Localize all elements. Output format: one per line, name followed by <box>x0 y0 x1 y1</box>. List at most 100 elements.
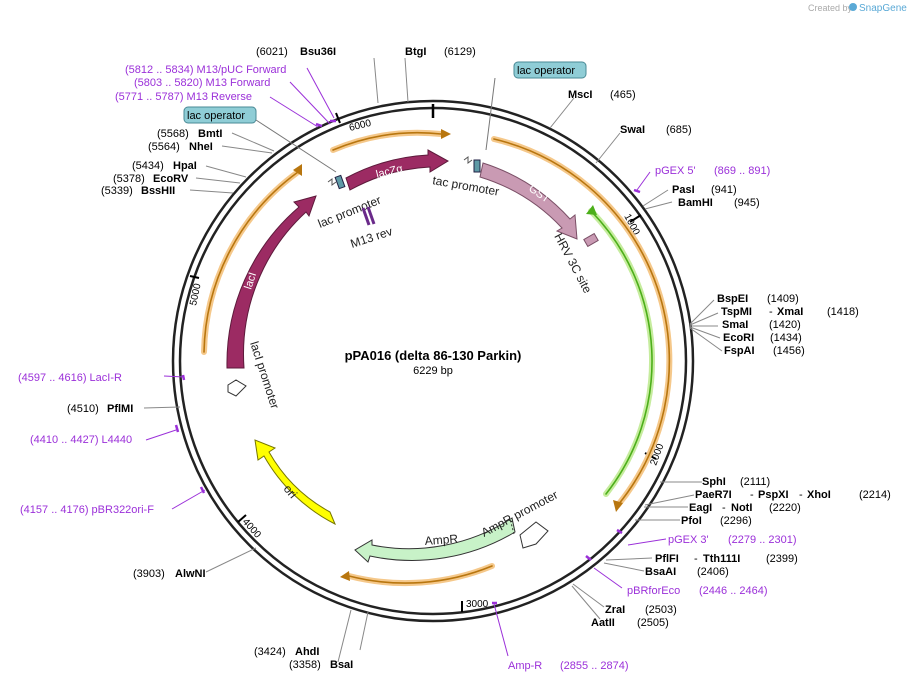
m13-rev-marker-2 <box>366 206 376 225</box>
gst-feature[interactable] <box>479 162 578 240</box>
site-hpai-name: HpaI <box>173 160 197 172</box>
lac-promoter-icon <box>327 178 337 186</box>
orf-arrowhead-right <box>613 500 623 512</box>
leader-hpai <box>205 165 247 178</box>
leader-m13fwd <box>289 81 331 125</box>
lac-operator-box-left <box>183 106 257 124</box>
leader-btgi <box>404 57 409 103</box>
site-hpai-pos: (5434) <box>132 160 164 172</box>
site-ahdi-pos: (3424) <box>254 646 286 658</box>
site-bsaai-pos: (2406) <box>697 566 729 578</box>
site-pasi-pos: (941) <box>711 184 737 196</box>
plasmid-name: pPA016 (delta 86-130 Parkin) <box>345 348 522 363</box>
laci-feature[interactable] <box>226 195 317 369</box>
leader-msci <box>549 97 575 129</box>
credit-brand: SnapGene <box>859 3 907 14</box>
leader-pbr322 <box>171 489 206 510</box>
orf-arrowhead-left <box>293 164 302 176</box>
primer-tic-laci-r <box>181 374 186 381</box>
leader-m13puc <box>306 67 335 119</box>
lac-operator-box-left-label: lac operator <box>187 110 245 122</box>
primer-tic-m13rev <box>315 122 323 128</box>
site-bsu36i-pos: (6021) <box>256 46 288 58</box>
primer-m13rev: (5771 .. 5787) M13 Reverse <box>115 91 252 103</box>
site-bmti-name: BmtI <box>198 128 222 140</box>
primer-pgex3-pos: (2279 .. 2301) <box>728 534 797 546</box>
ampr-feature[interactable] <box>354 517 516 563</box>
tick-mark-1000 <box>629 214 642 223</box>
leader-bssh2 <box>189 189 234 194</box>
site-ahdi-name: AhdI <box>295 646 319 658</box>
site-paer7i-name: PaeR7I <box>695 489 732 501</box>
ampr-promoter-feature[interactable] <box>519 521 549 549</box>
site-bsai-name: BsaI <box>330 659 353 671</box>
leader-laci-r <box>163 375 185 378</box>
site-zrai-pos: (2503) <box>645 604 677 616</box>
leader-bmti <box>231 132 275 152</box>
leader-ecori <box>689 326 721 339</box>
lac-operator-box-top <box>513 61 587 79</box>
hrv-3c-site-feature[interactable] <box>583 232 599 248</box>
leader-pasi <box>642 189 669 207</box>
primer-pbrfor-pos: (2446 .. 2464) <box>699 585 768 597</box>
site-pasi-name: PasI <box>672 184 695 196</box>
ampr-divider <box>509 518 515 535</box>
leader-ecorv <box>195 177 241 184</box>
tick-mark-4000 <box>237 514 247 523</box>
snapgene-logo-icon <box>849 3 857 11</box>
primer-ampr-name: Amp-R <box>508 660 542 672</box>
primer-tic-pgex5 <box>633 188 641 194</box>
leader-pgex5 <box>636 171 651 191</box>
lacza-feature[interactable] <box>345 149 449 191</box>
leader-pbrfor <box>593 567 623 589</box>
primer-tic-pbrfor <box>585 555 592 561</box>
site-alwni-name: AlwNI <box>175 568 206 580</box>
leader-bsu36i <box>373 57 379 104</box>
primer-tic-pbr322 <box>199 486 206 494</box>
leader-bsai <box>337 609 352 663</box>
site-msci-name: MscI <box>568 89 592 101</box>
site-btgi-pos: (6129) <box>444 46 476 58</box>
site-pfoi-pos: (2296) <box>720 515 752 527</box>
site-sphi-pos: (2111) <box>740 476 770 488</box>
leader-pflmi <box>143 406 181 409</box>
ampr-promoter-label: AmpR promoter <box>479 488 560 540</box>
site-pfoi-name: PfoI <box>681 515 702 527</box>
site-smai-name: SmaI <box>722 319 748 331</box>
site-bamhi-pos: (945) <box>734 197 760 209</box>
leader-paer7i <box>644 494 695 506</box>
leader-bspei <box>689 299 715 325</box>
credit-prefix: Created by <box>808 3 853 13</box>
site-nhei-name: NheI <box>189 141 213 153</box>
tick-label-5000: 5000 <box>188 282 203 306</box>
site-xmai-name: XmaI <box>777 306 803 318</box>
tick-label-3000: 3000 <box>466 599 489 610</box>
site-aatii-name: AatII <box>591 617 615 629</box>
site-aatii-pos: (2505) <box>637 617 669 629</box>
ori-feature[interactable] <box>254 439 336 526</box>
site-bspei-name: BspEI <box>717 293 748 305</box>
site-bssh2-name: BssHII <box>141 185 175 197</box>
site-tth111i-name: Tth111I <box>703 553 740 565</box>
laci-promoter-feature[interactable] <box>227 379 247 397</box>
site-tspmi-pos: (1418) <box>827 306 859 318</box>
tick-mark-5000 <box>189 275 200 279</box>
site-bspei-pos: (1409) <box>767 293 799 305</box>
site-paer7i-sep1: - <box>750 489 754 501</box>
leader-l4440 <box>145 429 177 441</box>
orf-arc-left-halo <box>201 169 301 355</box>
site-pflfi-name: PflFI <box>655 553 679 565</box>
orf-arrowhead-top <box>441 129 451 139</box>
site-xhoi-name: XhoI <box>807 489 831 501</box>
site-nhei-pos: (5564) <box>148 141 180 153</box>
tick-mark-6000 <box>335 112 341 124</box>
leader-ampr-primer <box>493 603 509 657</box>
leader-pgex3 <box>627 538 667 546</box>
site-bamhi-name: BamHI <box>678 197 713 209</box>
leader-ahdi <box>359 611 369 651</box>
lac-promoter-label: lac promoter <box>316 193 383 231</box>
tac-promoter-icon <box>463 156 473 164</box>
site-swai-name: SwaI <box>620 124 645 136</box>
primer-pbr322: (4157 .. 4176) pBR322ori-F <box>20 504 154 516</box>
laci-promoter-label: lacI promoter <box>247 340 282 411</box>
